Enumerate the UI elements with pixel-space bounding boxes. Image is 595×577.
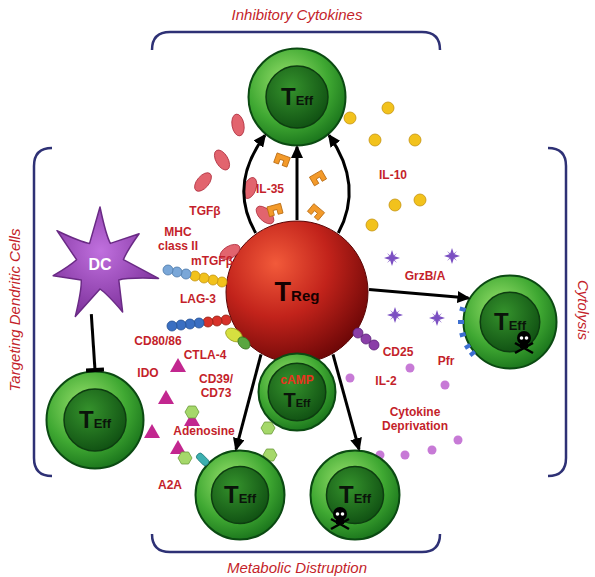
node-text-group: TEff [462,274,558,370]
molecule-label: mTGFβ [191,255,233,269]
molecule-label: CD39/ CD73 [194,373,238,401]
cell-label: cAMP [280,374,313,386]
edge-label: GrzB/A [405,270,446,284]
effector-t-cell: TEff [462,274,558,370]
dendritic-shape [53,207,158,316]
cd25-receptor [353,328,379,350]
arrow-connector [369,290,468,299]
cell-label: TEff [284,390,311,410]
molecule-label: CD25 [383,346,414,360]
cell-label: TReg [275,279,320,306]
molecule-label: CTLA-4 [184,349,227,363]
edge-label: IL-35 [256,183,284,197]
edge-label: IL-10 [379,169,407,183]
lag3-receptor [190,271,227,287]
cell-nucleus [64,389,126,451]
arrow-connector [329,135,349,233]
cell-nucleus [266,66,328,128]
il10-molecules [344,102,426,231]
node-text-group: TEff [309,449,401,541]
arrow-connector [333,354,359,449]
node-text-group: DC [40,200,160,330]
cell-label: TEff [281,85,313,109]
section-title: Cytolysis [575,280,592,340]
dendritic-cell: DC [40,200,160,330]
skull-icon [515,331,533,353]
bracket [152,534,440,552]
node-text-group: cAMP TEff [257,352,337,432]
node-outline [257,352,337,432]
cd80-receptor [167,318,204,331]
skull-icon [331,507,349,529]
effector-t-cell: TEff [247,47,347,147]
edge-label: TGFβ [189,205,220,219]
cell-label: TEff [494,310,526,334]
effector-t-cell: TEff [309,449,401,541]
cell-label: DC [88,256,111,274]
a2a-receptor [195,452,210,467]
cell-membrane [464,276,557,369]
cell-label: TEff [79,408,111,432]
cell-membrane [47,372,144,469]
molecule-label: MHC class II [155,226,201,254]
cell-membrane [226,221,368,363]
molecule-label: IDO [137,367,158,381]
section-title: Metabolic Distruption [227,559,367,576]
cell-nucleus [268,363,326,421]
molecule-label: IL-2 [375,375,396,389]
cell-nucleus [211,466,268,523]
molecule-label: A2A [158,479,182,493]
cd39-receptor [223,325,252,351]
cell-membrane [259,354,336,431]
cell-membrane [249,49,346,146]
cell-nucleus [326,466,383,523]
cell-label: TEff [224,483,256,507]
section-title: Targeting Dendritic Cells [6,229,23,392]
molecule-label: LAG-3 [180,293,216,307]
edge-label: Adenosine [173,425,234,439]
bracket [152,32,440,50]
cell-membrane [311,451,400,540]
cell-label: TEff [339,483,371,507]
node-text-group: TEff [247,47,347,147]
il2-molecules [346,364,463,460]
effector-t-cell: TEff [45,370,145,470]
mhc-receptor [163,265,191,279]
granzyme-molecules [384,248,460,326]
molecule-label: Pfr [438,355,455,369]
group-brackets [34,32,566,552]
edge-label: Cytokine Deprivation [375,406,455,434]
arrow-connector [236,354,261,449]
section-title: Inhibitory Cytokines [232,6,363,23]
perforin-pores [458,309,475,356]
molecule-label: CD80/86 [134,335,181,349]
effector-t-cell: cAMP TEff [257,352,337,432]
inhibition-line [91,314,95,370]
arrow-connector [296,147,299,220]
ctla4-receptor [203,315,231,327]
cell-membrane [196,451,285,540]
node-text-group: TEff [45,370,145,470]
